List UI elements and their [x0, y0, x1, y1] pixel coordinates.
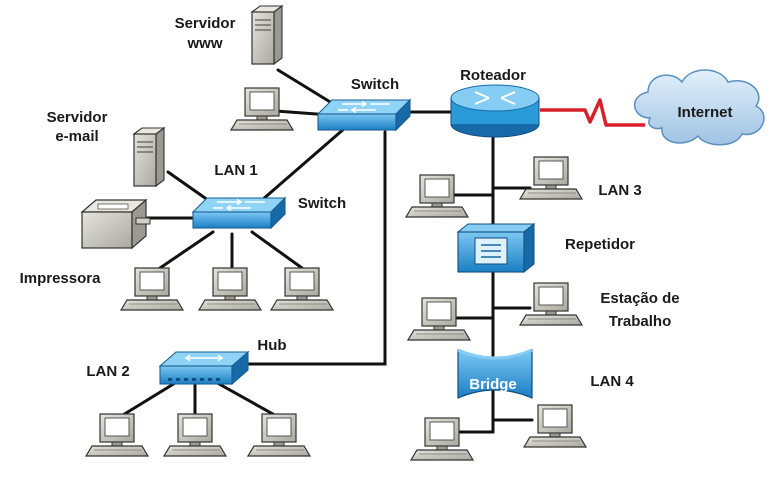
computer-lan2-2	[163, 413, 227, 457]
printer-label: Impressora	[20, 270, 102, 287]
lan4-label: LAN 4	[590, 373, 634, 390]
repeater-label: Repetidor	[565, 236, 635, 253]
computer-lan2-3	[247, 413, 311, 457]
computer-lan2-1	[85, 413, 149, 457]
computer-lan4-2	[523, 404, 587, 448]
internet-label: Internet	[677, 104, 732, 121]
server-email-label-1: Servidor	[47, 109, 108, 126]
computer-top	[230, 87, 294, 131]
router: Roteador	[450, 67, 540, 138]
switch-top-label: Switch	[351, 76, 399, 93]
computer-station-2	[519, 282, 583, 326]
switch-top: Switch	[317, 76, 411, 131]
lan2-label: LAN 2	[86, 363, 129, 380]
bridge: Bridge	[457, 348, 533, 399]
computer-lan1-1	[120, 267, 184, 311]
switch-lan1: Switch	[192, 195, 346, 229]
server-www-label-2: www	[186, 35, 222, 52]
bridge-label: Bridge	[469, 376, 517, 393]
lan1-label: LAN 1	[214, 162, 257, 179]
switch-lan1-label: Switch	[298, 195, 346, 212]
wan-link	[540, 98, 645, 127]
repeater: Repetidor	[456, 222, 635, 274]
server-www-label-1: Servidor	[175, 15, 236, 32]
lan3-label: LAN 3	[598, 182, 641, 199]
computer-lan3-2	[519, 156, 583, 200]
server-www: Servidor www	[175, 5, 283, 65]
computer-lan1-3	[270, 267, 334, 311]
internet-cloud: Internet	[634, 69, 765, 146]
computer-lan4-1	[410, 417, 474, 461]
station-label-2: Trabalho	[609, 313, 672, 330]
printer: Impressora	[20, 198, 151, 287]
hub: Hub	[158, 337, 287, 386]
router-label: Roteador	[460, 67, 526, 84]
hub-label: Hub	[257, 337, 286, 354]
server-email: Servidor e-mail	[47, 109, 165, 187]
server-email-label-2: e-mail	[55, 128, 98, 145]
computer-lan1-2	[198, 267, 262, 311]
station-label-1: Estação de	[600, 290, 679, 307]
